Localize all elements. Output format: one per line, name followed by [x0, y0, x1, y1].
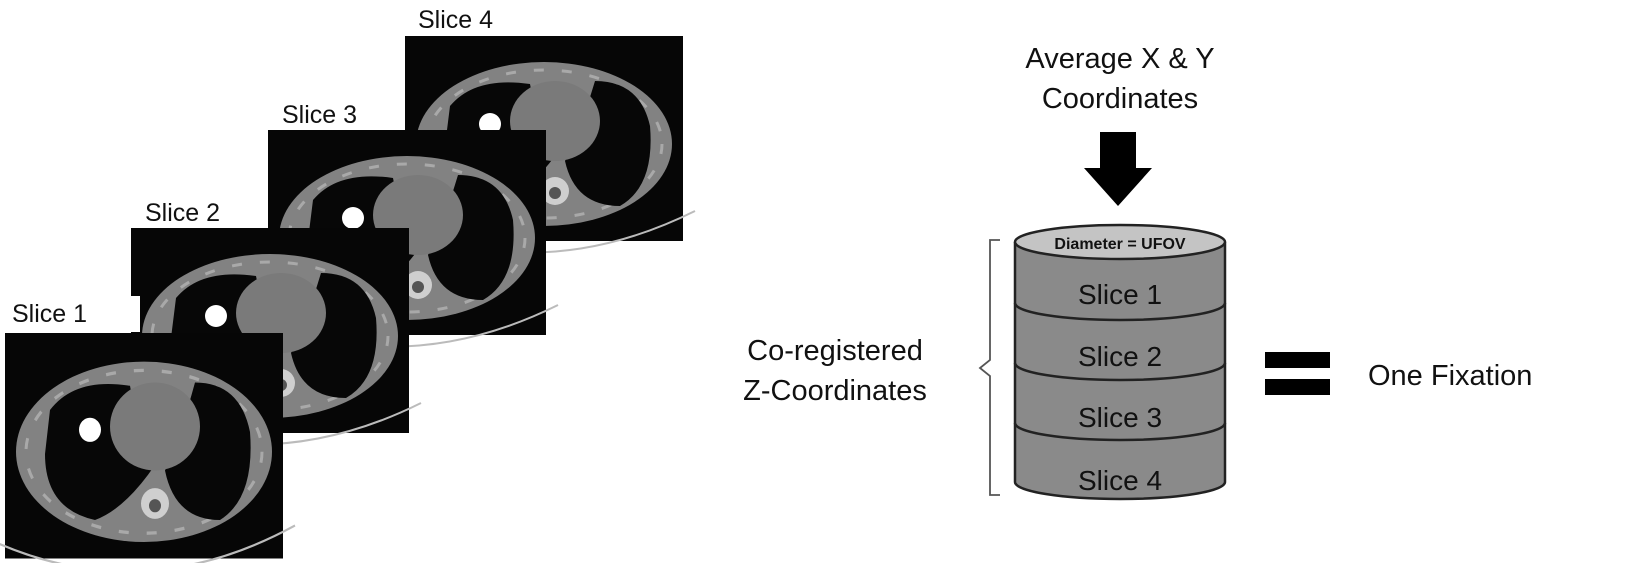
cylinder-layer-3: Slice 3	[1078, 402, 1162, 433]
slice-3-label: Slice 3	[282, 101, 357, 129]
cylinder-top-label: Diameter = UFOV	[1054, 236, 1185, 253]
ct-slice-1: Slice 1	[0, 296, 297, 568]
ct-slice-2: Slice 2	[119, 196, 423, 447]
cylinder	[1013, 223, 1227, 501]
brace-label-line1: Co-registered	[747, 335, 923, 367]
ct-slice-3: Slice 3	[256, 100, 560, 349]
brace-label-line2: Z-Coordinates	[743, 375, 927, 407]
average-xy-label-line2: Coordinates	[1042, 83, 1198, 115]
slice-1-label: Slice 1	[12, 300, 87, 328]
average-xy-label-line1: Average X & Y	[1025, 43, 1214, 75]
cylinder-layer-1: Slice 1	[1078, 279, 1162, 310]
cylinder-layer-2: Slice 2	[1078, 341, 1162, 372]
equals-icon	[1265, 352, 1330, 395]
ct-slice-4: Slice 4	[393, 6, 697, 255]
result-label: One Fixation	[1368, 360, 1532, 392]
slice-4-label: Slice 4	[418, 6, 493, 34]
curly-brace	[978, 239, 1000, 496]
slice-2-label: Slice 2	[145, 199, 220, 227]
down-arrow-icon	[1084, 132, 1152, 206]
cylinder-layer-4: Slice 4	[1078, 465, 1162, 496]
